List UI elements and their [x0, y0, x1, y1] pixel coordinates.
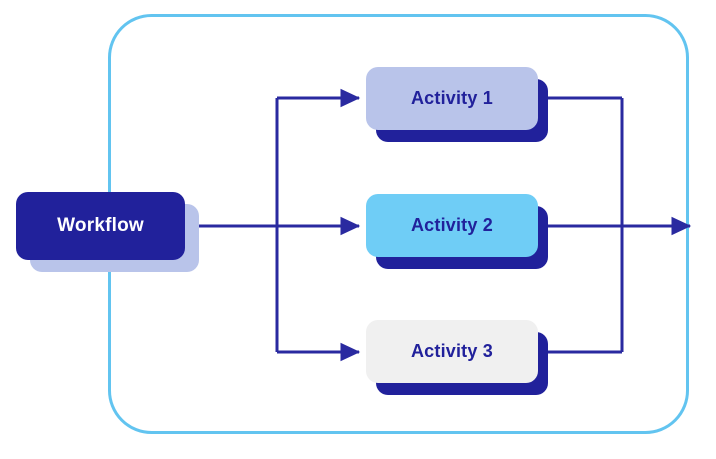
activity-2-node[interactable]: Activity 2 — [366, 194, 538, 257]
workflow-node[interactable]: Workflow — [16, 192, 185, 260]
activity-3-node[interactable]: Activity 3 — [366, 320, 538, 383]
activity-1-node[interactable]: Activity 1 — [366, 67, 538, 130]
activity-1-node-label: Activity 1 — [410, 88, 494, 108]
workflow-node-label: Workflow — [57, 215, 144, 236]
activity-2-node-label: Activity 2 — [410, 215, 494, 235]
activity-3-node-label: Activity 3 — [410, 341, 494, 361]
